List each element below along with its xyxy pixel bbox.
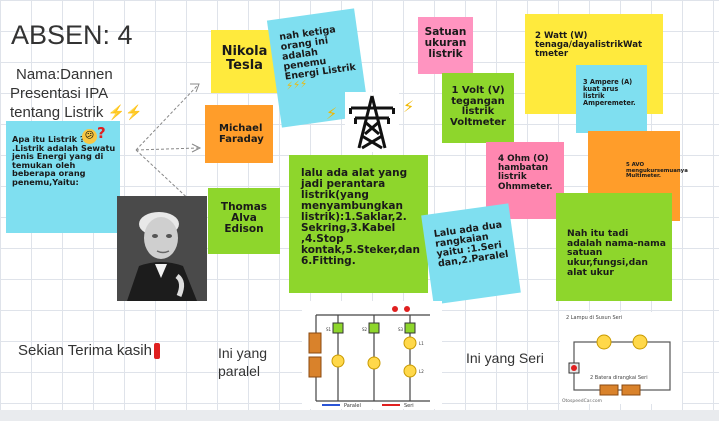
note-alat-perantara[interactable]: lalu ada alat yang jadi perantara listri… (289, 155, 428, 293)
note-ampere[interactable]: 3 Ampere (A) kuat arus listrik Amperemet… (576, 65, 647, 133)
bottom-toolbar (0, 410, 719, 421)
parallel-circuit-diagram: S1 S2 S3 L1 L2 Paralel Seri (302, 301, 442, 409)
intro-topic-text: tentang Listrik (10, 104, 104, 121)
question-mark-icon: ? (97, 124, 106, 142)
seri-bottom-caption: 2 Batera dirangkai Seri (590, 375, 648, 381)
note-apa-itu-listrik[interactable]: Apa itu Listrik ? .Listrik adalah Sewatu… (6, 121, 120, 233)
closing-text: Sekian Terima kasih (18, 342, 160, 360)
lamp-label: L2 (419, 369, 424, 374)
label-ini-seri: Ini yang Seri (466, 350, 544, 366)
note-volt[interactable]: 1 Volt (V) tegangan listrik Voltmeter (442, 73, 514, 143)
note-nikola-tesla[interactable]: Nikola Tesla (211, 30, 278, 93)
seri-top-caption: 2 Lampu di Susun Seri (566, 315, 622, 321)
edison-portrait (117, 196, 207, 301)
note-nah-itu-tadi[interactable]: Nah itu tadi adalah nama-nama satuan uku… (556, 193, 672, 301)
thinking-face-icon: 😕 (82, 129, 97, 144)
switch-label: S2 (362, 327, 368, 332)
note-thomas-edison[interactable]: Thomas Alva Edison (208, 188, 280, 254)
lamp-label: L1 (419, 341, 424, 346)
lightning-bolt-icon: ⚡ (326, 104, 338, 123)
lightning-bolt-icon: ⚡⚡ (107, 104, 143, 120)
seri-legend: Seri (404, 403, 414, 409)
intro-topic: tentang Listrik ⚡⚡ (10, 104, 142, 121)
note-michael-faraday[interactable]: Michael Faraday (205, 105, 273, 163)
closing-text-label: Sekian Terima kasih (18, 342, 152, 359)
series-circuit-diagram: 2 Lampu di Susun Seri 2 Batera dirangkai… (560, 312, 682, 404)
switch-label: S3 (398, 327, 404, 332)
intro-name: Nama:Dannen (16, 66, 113, 83)
paralel-legend: Paralel (344, 403, 361, 409)
note-satuan-ukuran[interactable]: Satuan ukuran listrik (418, 17, 473, 74)
watermark-text: OtospeedCar.com (562, 398, 602, 404)
exclamation-icon (153, 343, 160, 360)
switch-label: S1 (326, 327, 332, 332)
transmission-tower-icon (345, 92, 399, 152)
label-ini-paralel: Ini yang paralel (218, 345, 268, 379)
note-ketiga-text: nah ketiga orang ini adalah penemu Energ… (278, 24, 357, 83)
page-title: ABSEN: 4 (11, 20, 133, 50)
note-rangkaian[interactable]: Lalu ada dua rangkaian yaitu :1.Seri dan… (421, 203, 521, 305)
intro-presentation: Presentasi IPA (10, 85, 109, 102)
lightning-bolt-icon: ⚡ (403, 97, 415, 116)
